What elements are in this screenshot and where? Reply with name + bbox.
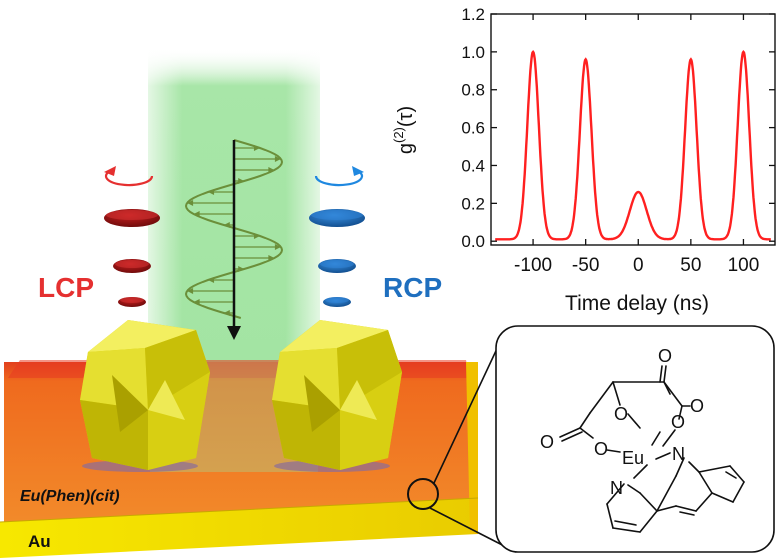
lcp-rotation-arrow-icon	[104, 166, 154, 187]
wave-vector-head	[268, 255, 275, 261]
rcp-rotation-arrow-icon	[314, 166, 364, 187]
y-tick-label: 0.8	[461, 81, 485, 100]
y-tick-label: 1.2	[461, 5, 485, 24]
wave-vector-head	[208, 277, 215, 283]
mol-eu: Eu	[622, 448, 644, 468]
chart-axes	[490, 13, 776, 246]
y-tick-label: 0.2	[461, 194, 485, 213]
polarization-wave	[184, 139, 284, 319]
x-tick-label: 0	[633, 255, 644, 276]
y-tick-label: 0.4	[461, 156, 485, 175]
wave-vector-head	[223, 222, 230, 228]
y-tick-label: 0.0	[461, 232, 485, 251]
gold-nanocrystal-left	[80, 320, 210, 472]
x-tick-label: -50	[572, 255, 599, 276]
rcp-emission-ellipses	[309, 209, 365, 307]
wave-vector-head	[208, 189, 215, 195]
wave-curve	[184, 139, 284, 319]
mol-o5: O	[540, 432, 554, 452]
plot-frame	[490, 13, 776, 246]
mol-o3: O	[614, 404, 628, 424]
y-axis-label-arg: (τ)	[395, 106, 417, 127]
wave-vector-head	[193, 299, 200, 305]
mol-n2: N	[610, 478, 623, 498]
x-tick-label: -100	[514, 255, 552, 276]
gold-nanocrystal-right	[272, 320, 402, 472]
wave-vector-head	[274, 244, 281, 250]
y-tick-labels: 0.0 0.2 0.4 0.6 0.8 1.0 1.2	[461, 5, 485, 251]
rcp-label: RCP	[383, 272, 442, 303]
x-tick-label: 50	[680, 255, 701, 276]
mol-o6: O	[594, 439, 608, 459]
wave-vector-head	[193, 211, 200, 217]
mol-n1: N	[672, 444, 685, 464]
y-axis-label: g(2)(τ)	[391, 106, 417, 154]
substrate-label: Au	[28, 532, 51, 551]
wave-vector-head	[274, 156, 281, 162]
lcp-label: LCP	[38, 272, 94, 303]
film-label: Eu(Phen)(cit)	[20, 488, 120, 505]
x-tick-labels: -100 -50 0 50 100	[514, 255, 759, 276]
lcp-emission-ellipses	[104, 209, 160, 307]
wave-vector-head	[187, 288, 194, 294]
gold-front-face	[0, 498, 478, 558]
wave-vector-head	[268, 167, 275, 173]
x-tick-label: 100	[728, 255, 760, 276]
g2-trace	[495, 49, 771, 241]
wave-vector-head	[253, 145, 260, 151]
mol-o1: O	[658, 346, 672, 366]
wave-vector-head	[223, 310, 230, 316]
y-tick-label: 1.0	[461, 43, 485, 62]
wave-vector-head	[253, 233, 260, 239]
molecule-inset: O O O O O O Eu N N	[495, 325, 775, 553]
wave-vector-head	[238, 266, 245, 272]
y-axis-label-sup: (2)	[391, 127, 406, 143]
g2-chart: -100 -50 0 50 100 0.0 0.2 0.4 0.6 0.8 1.0 1.2 Time…	[391, 5, 776, 315]
mol-o2: O	[690, 396, 704, 416]
propagation-arrow-icon	[227, 140, 241, 340]
y-tick-label: 0.6	[461, 119, 485, 138]
y-axis-label-base: g	[395, 143, 417, 154]
gold-right-face	[466, 362, 478, 534]
mol-o4: O	[671, 412, 685, 432]
wave-vector-head	[187, 200, 194, 206]
wave-vector-head	[238, 178, 245, 184]
x-axis-label: Time delay (ns)	[565, 292, 709, 315]
molecule-bonds	[559, 365, 745, 533]
